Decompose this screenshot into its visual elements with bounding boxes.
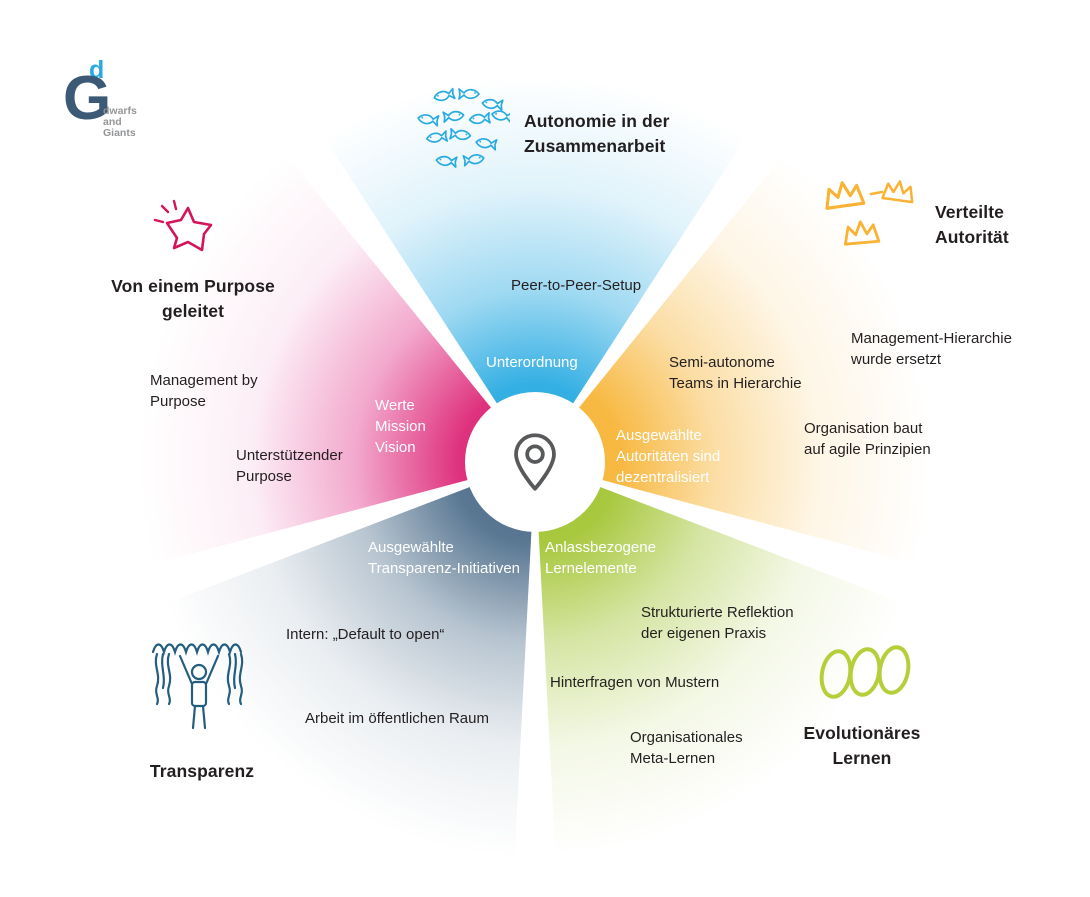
label-unterordnung: Unterordnung <box>486 354 578 371</box>
sector-title-authority: Verteilte Autorität <box>935 202 1009 247</box>
crowns-icon <box>822 178 917 246</box>
logo: d G dwarfs and Giants <box>63 58 193 150</box>
label-autoritaeten-dezentralisiert: Ausgewählte Autoritäten sind dezentralis… <box>616 427 721 486</box>
label-oeffentlicher-raum: Arbeit im öffentlichen Raum <box>305 710 489 727</box>
sector-title-transparency: Transparenz <box>149 761 255 781</box>
logo-letter-g: G <box>63 64 112 133</box>
label-default-to-open: Intern: „Default to open“ <box>286 626 445 643</box>
sector-title-purpose: Von einem Purpose geleitet <box>111 276 275 321</box>
sector-title-autonomy: Autonomie in der Zusammenarbeit <box>524 111 670 156</box>
figure-banner-icon <box>151 643 244 730</box>
spiral-icon <box>819 645 911 699</box>
map-pin-icon <box>514 433 556 491</box>
label-strukturierte-reflektion: Strukturierte Reflektion der eigenen Pra… <box>641 604 794 642</box>
label-peer-to-peer-setup: Peer-to-Peer-Setup <box>511 277 642 294</box>
label-agile-prinzipien: Organisation baut auf agile Prinzipien <box>804 420 931 458</box>
label-unterstuetzender-purpose: Unterstützender Purpose <box>236 447 343 485</box>
fish-school-icon <box>416 87 510 168</box>
label-anlassbezogene-lernelemente: Anlassbezogene Lernelemente <box>545 539 656 577</box>
label-hinterfragen-von-mustern: Hinterfragen von Mustern <box>550 674 720 691</box>
label-transparenz-initiativen: Ausgewählte Transparenz-Initiativen <box>368 539 521 577</box>
sector-title-learning: Evolutionäres Lernen <box>803 723 921 768</box>
logo-letter-d: d <box>89 56 105 84</box>
label-management-by-purpose: Management by Purpose <box>150 372 258 410</box>
label-management-hierarchie-ersetzt: Management-Hierarchie wurde ersetzt <box>851 330 1012 368</box>
star-icon <box>153 199 213 252</box>
label-organisationales-meta-lernen: Organisationales Meta-Lernen <box>630 729 743 767</box>
label-werte-mission-vision: Werte Mission Vision <box>375 397 426 456</box>
logo-tagline: dwarfs and Giants <box>103 105 137 139</box>
center-circle <box>465 392 605 532</box>
label-semi-autonome-teams: Semi-autonome Teams in Hierarchie <box>669 354 802 392</box>
